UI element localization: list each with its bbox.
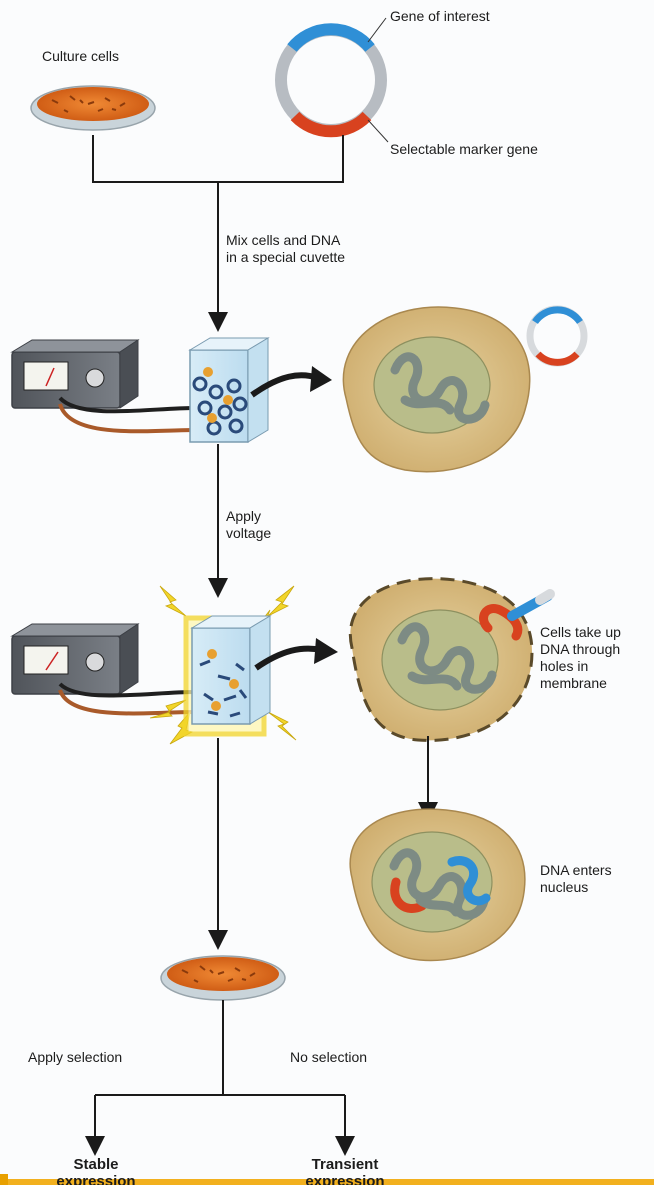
- merge-connector: [93, 135, 343, 322]
- label-selectable-marker: Selectable marker gene: [390, 141, 538, 158]
- selection-branches: [95, 1000, 345, 1146]
- label-cells-take-up-line2: DNA through: [540, 641, 621, 658]
- label-no-selection: No selection: [290, 1049, 367, 1066]
- power-supply-2: [12, 624, 138, 694]
- label-transient-line1: Transient: [290, 1156, 400, 1173]
- curved-arrowhead-1: [310, 366, 332, 392]
- label-gene-of-interest: Gene of interest: [390, 8, 490, 25]
- plasmid-top: [281, 18, 388, 142]
- label-stable-line1: Stable: [48, 1156, 144, 1173]
- label-cells-take-up: Cells take up DNA through holes in membr…: [540, 624, 621, 692]
- cell-3: [350, 809, 525, 960]
- label-mix-cells: Mix cells and DNA in a special cuvette: [226, 232, 345, 266]
- label-transient-line2: expression: [290, 1173, 400, 1185]
- corner-marker: [0, 1174, 8, 1185]
- label-apply-voltage-line1: Apply: [226, 508, 271, 525]
- label-apply-voltage-line2: voltage: [226, 525, 271, 542]
- label-transient-expression: Transient expression: [290, 1156, 400, 1185]
- label-apply-selection: Apply selection: [28, 1049, 122, 1066]
- label-stable-expression: Stable expression: [48, 1156, 144, 1185]
- curved-arrowhead-2: [314, 638, 338, 664]
- label-dna-enters-line1: DNA enters: [540, 862, 612, 879]
- label-apply-voltage: Apply voltage: [226, 508, 271, 542]
- label-cells-take-up-line3: holes in: [540, 658, 621, 675]
- plasmid-small-1: [530, 309, 584, 363]
- culture-dish-bottom: [161, 956, 285, 1000]
- cell-2: [350, 579, 532, 741]
- label-dna-enters: DNA enters nucleus: [540, 862, 612, 896]
- label-mix-cells-line1: Mix cells and DNA: [226, 232, 345, 249]
- label-mix-cells-line2: in a special cuvette: [226, 249, 345, 266]
- culture-dish-top: [31, 86, 155, 130]
- label-cells-take-up-line1: Cells take up: [540, 624, 621, 641]
- power-supply-1: [12, 340, 138, 408]
- cell-1: [343, 307, 529, 472]
- label-dna-enters-line2: nucleus: [540, 879, 612, 896]
- label-culture-cells: Culture cells: [42, 48, 119, 65]
- label-cells-take-up-line4: membrane: [540, 675, 621, 692]
- cuvette-2: [186, 616, 270, 734]
- label-stable-line2: expression: [48, 1173, 144, 1185]
